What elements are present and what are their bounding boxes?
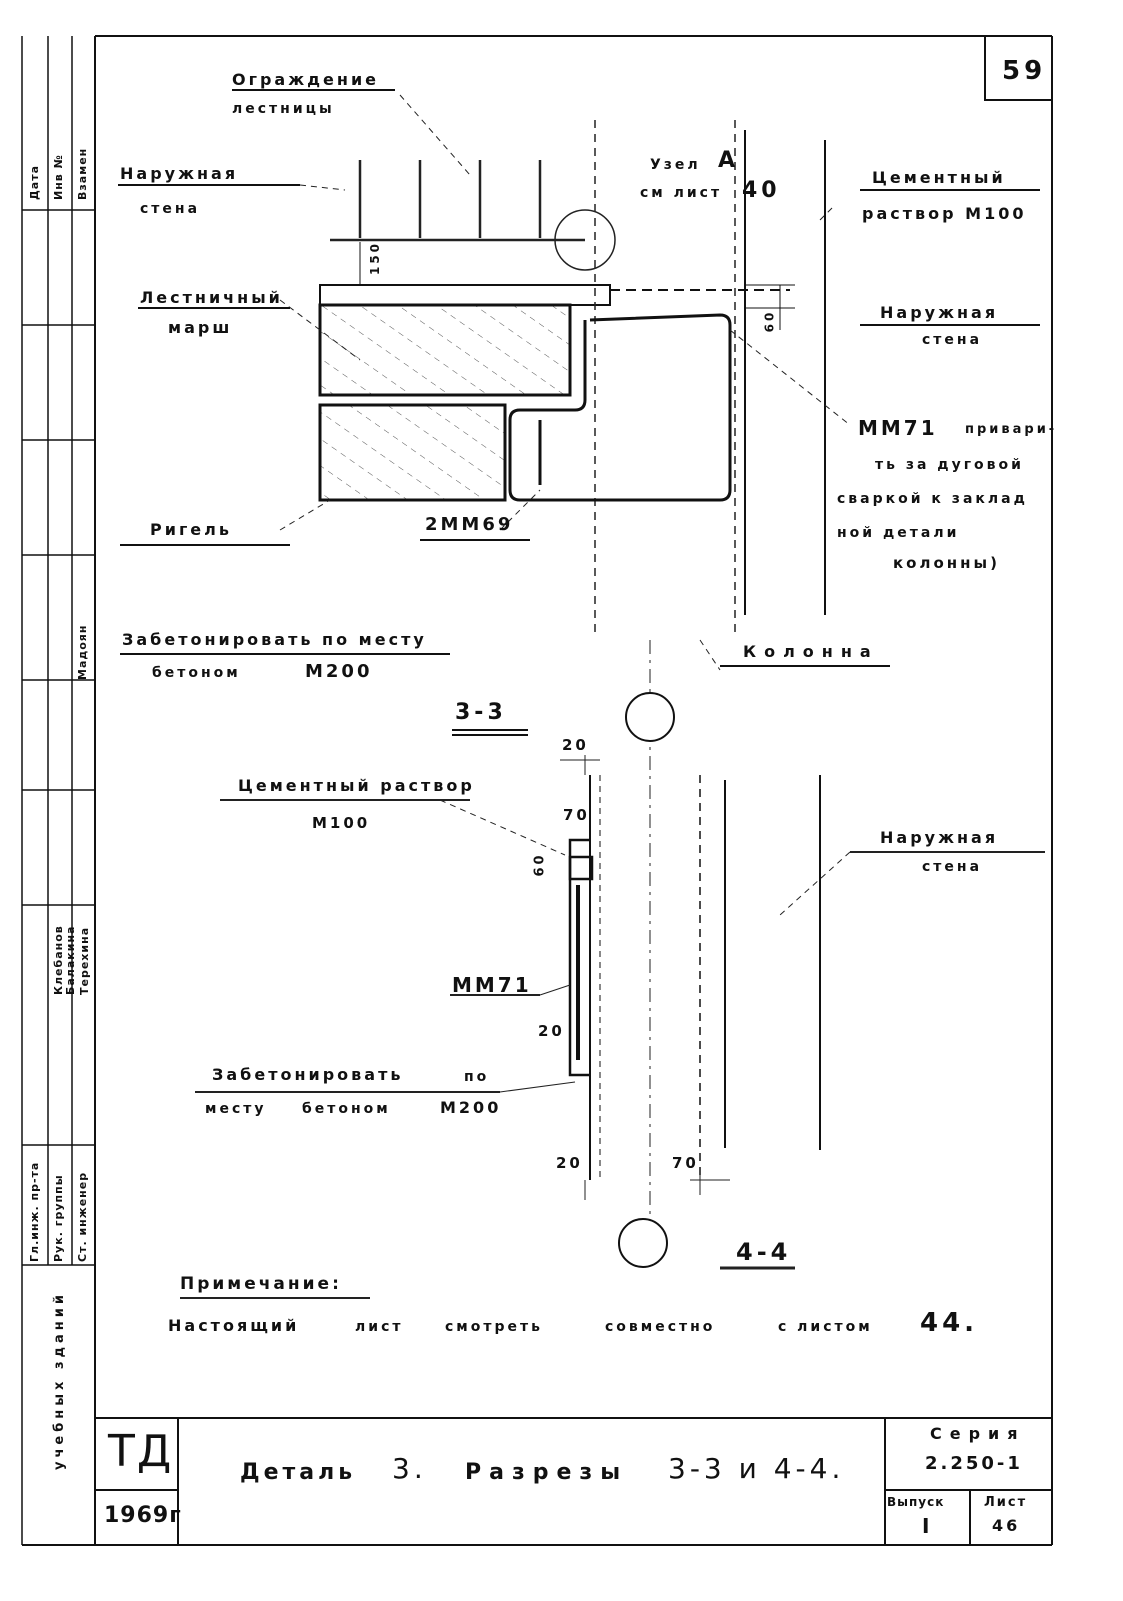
stair-landing-slab <box>319 284 611 306</box>
stamp-name-madoyan: Мадоян <box>76 624 89 680</box>
stamp-role-engineer: Ст. инженер <box>76 1171 89 1262</box>
side-stamp-lines <box>21 36 95 1545</box>
sheet-number: 59 <box>1002 56 1047 86</box>
stamp-col-inv: Инв № <box>52 154 65 200</box>
beam-label: Ригель <box>150 520 232 539</box>
mm71-bracket <box>585 313 732 502</box>
tb-sheet-label: Лист <box>984 1495 1028 1510</box>
column-label: Колонна <box>743 642 879 661</box>
s44-concrete-3: месту <box>205 1101 267 1117</box>
dim-60-33: 60 <box>762 309 777 333</box>
concrete-note-2: бетоном <box>152 665 241 681</box>
outer-wall-right-1: Наружная <box>880 303 999 322</box>
note-word-4: совместно <box>605 1319 716 1335</box>
tb-title-4: 3-3 и 4-4. <box>668 1452 845 1485</box>
tb-title-3: Разрезы <box>465 1460 629 1485</box>
mortar-label-2: раствор М100 <box>862 204 1027 223</box>
outer-wall-right-2: стена <box>922 332 983 348</box>
s44-mm71: ММ71 <box>452 973 532 997</box>
stair-flight <box>318 303 572 397</box>
note-word-6: 44. <box>920 1308 979 1338</box>
leaders-3-3 <box>279 94 851 671</box>
stamp-col-replaces: Взамен <box>76 147 89 200</box>
tb-issue-label: Выпуск <box>887 1495 945 1509</box>
flight-label-2: марш <box>168 318 233 337</box>
section-4-4-outline <box>568 775 821 1180</box>
stamp-name-terekhina: Терехина <box>78 926 91 995</box>
tb-sheet-value: 46 <box>992 1516 1021 1535</box>
outer-wall-left-2: стена <box>140 201 201 217</box>
s44-mortar-2: М100 <box>312 814 371 832</box>
s44-dim-20-top: 20 <box>562 736 589 754</box>
stamp-col-date: Дата <box>28 164 41 200</box>
axis-circle-bottom <box>618 1218 668 1268</box>
mm69-label: 2ММ69 <box>425 514 514 535</box>
stamp-role-chief: Гл.инж. пр-та <box>28 1161 41 1262</box>
tb-year: 1969г <box>104 1503 182 1528</box>
node-ref-1: Узел <box>650 157 701 173</box>
axis-circle-top <box>625 692 675 742</box>
s44-concrete-5: М200 <box>440 1098 502 1117</box>
leaders-4-4 <box>180 755 1045 1299</box>
column-fill-3-3 <box>575 310 730 500</box>
fence-label-1: Ограждение <box>232 70 380 89</box>
stamp-role-group: Рук. группы <box>52 1174 65 1262</box>
s44-wall-1: Наружная <box>880 828 999 847</box>
tb-title-2: 3. <box>392 1452 427 1485</box>
mm69-bracket <box>508 320 587 502</box>
note-word-3: смотреть <box>445 1319 543 1335</box>
tb-issue-value: I <box>922 1514 933 1538</box>
sheet-number-box <box>984 36 1052 101</box>
s44-dim-70-top: 70 <box>563 806 590 824</box>
mm71-note-5: ной детали <box>837 525 960 541</box>
title-underlines-3-3 <box>118 89 1040 736</box>
s44-concrete-4: бетоном <box>302 1101 391 1117</box>
note-word-2: лист <box>355 1319 404 1335</box>
stamp-name-balakina: Балакина <box>64 925 77 995</box>
node-ref-2: А <box>718 148 740 173</box>
mortar-label-1: Цементный <box>872 168 1006 187</box>
mm71-note-1: ММ71 <box>858 416 938 440</box>
s44-wall-2: стена <box>922 859 983 875</box>
dim-150: 150 <box>368 240 383 276</box>
s44-dim-60: 60 <box>532 852 548 877</box>
s44-mortar-1: Цементный раствор <box>238 776 475 795</box>
s44-dim-20-mid: 20 <box>538 1022 565 1040</box>
node-a-circle <box>554 209 616 271</box>
title-block-lines <box>95 1417 1052 1545</box>
s44-dim-70-bot: 70 <box>672 1154 699 1172</box>
dim-150-lines <box>350 242 390 286</box>
concrete-note-3: М200 <box>305 661 373 682</box>
s44-dim-20-bot: 20 <box>556 1154 583 1172</box>
tb-title-1: Деталь <box>240 1460 357 1485</box>
mm71-note-3: ть за дуговой <box>875 457 1024 473</box>
note-word-1: Настоящий <box>168 1316 300 1335</box>
flight-label-1: Лестничный <box>140 288 283 307</box>
beam-section <box>318 403 507 502</box>
outer-wall-left-1: Наружная <box>120 164 239 183</box>
concrete-note-1: Забетонировать по месту <box>122 630 427 649</box>
stamp-bottom-text: учебных зданий <box>52 1291 67 1470</box>
node-ref-4: 40 <box>742 178 781 203</box>
mm71-note-2: привари- <box>965 422 1058 437</box>
dim-60-lines <box>745 284 795 330</box>
note-word-5: с листом <box>778 1319 873 1335</box>
tb-series-label: Серия <box>930 1424 1026 1443</box>
tb-series-value: 2.250-1 <box>925 1453 1023 1474</box>
fence-label-2: лестницы <box>232 101 335 117</box>
section-44-title: 4-4 <box>736 1238 792 1266</box>
note-heading: Примечание: <box>180 1274 342 1294</box>
s44-concrete-1: Забетонировать <box>212 1065 404 1084</box>
s44-concrete-2: по <box>464 1069 490 1085</box>
tb-org: ТД <box>108 1426 174 1477</box>
node-ref-3: см лист <box>640 185 723 201</box>
mm71-note-6: колонны) <box>893 554 1000 572</box>
column-outline <box>594 120 736 635</box>
section-33-title: 3-3 <box>455 700 507 725</box>
stair-fence <box>330 160 585 242</box>
mm71-note-4: сваркой к заклад <box>837 491 1028 507</box>
